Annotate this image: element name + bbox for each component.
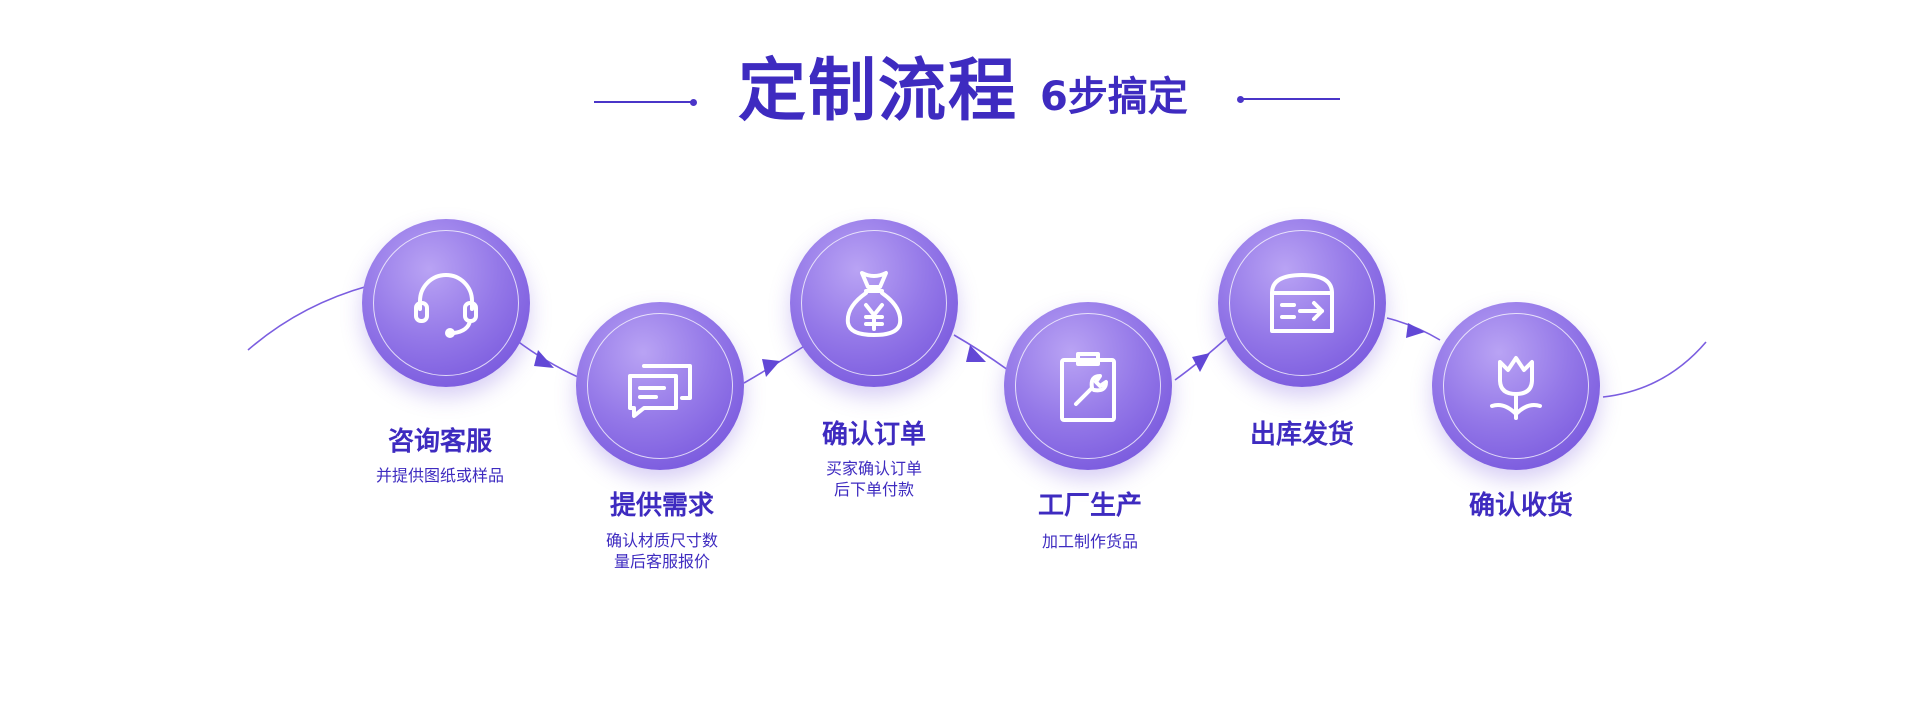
step-3-circle <box>790 219 958 387</box>
arrow-4-5 <box>1192 353 1210 372</box>
arrow-2-3 <box>762 359 780 377</box>
headset-icon <box>414 273 478 338</box>
step-1-desc-line-1: 并提供图纸或样品 <box>375 466 504 485</box>
arrow-5-6 <box>1406 323 1425 338</box>
step-2-ring <box>587 313 733 459</box>
step-5-title: 出库发货 <box>1249 420 1354 450</box>
step-6-title: 确认收货 <box>1468 491 1573 521</box>
step-3-desc-line-1: 买家确认订单 <box>825 459 922 478</box>
connector-lead-out <box>1602 341 1707 398</box>
step-3-title: 确认订单 <box>821 420 926 450</box>
clipboard-wrench-icon <box>1060 352 1116 422</box>
step-1-circle <box>362 219 530 387</box>
page-subtitle: 6步搞定 <box>1040 74 1188 120</box>
step-2-title: 提供需求 <box>609 491 714 521</box>
step-2-desc-line-2: 量后客服报价 <box>613 552 710 571</box>
step-1-title: 咨询客服 <box>387 427 492 457</box>
step-2-desc-line-1: 确认材质尺寸数 <box>605 531 718 550</box>
money-bag-icon <box>845 271 903 337</box>
page-title: 定制流程 <box>738 52 1019 131</box>
connector-lead-in <box>247 285 369 351</box>
title-line-right <box>1237 95 1340 103</box>
step-5-circle <box>1218 219 1386 387</box>
step-3-desc-line-2: 后下单付款 <box>833 480 914 499</box>
connector-1-2 <box>515 339 581 379</box>
step-1-ring <box>373 230 519 376</box>
arrow-3-4 <box>966 345 986 362</box>
tulip-icon <box>1490 356 1542 420</box>
step-5-ring <box>1229 230 1375 376</box>
step-4-circle <box>1004 302 1172 470</box>
step-6-circle <box>1432 302 1600 470</box>
arrow-1-2 <box>534 350 554 368</box>
step-6-ring <box>1443 313 1589 459</box>
chat-bubbles-icon <box>628 364 692 418</box>
step-4-desc-line-1: 加工制作货品 <box>1041 532 1138 551</box>
step-4-title: 工厂生产 <box>1037 491 1142 521</box>
step-4-ring <box>1015 313 1161 459</box>
title-line-left <box>594 98 697 106</box>
connector-3-4 <box>953 334 1009 371</box>
warehouse-exit-icon <box>1270 273 1334 333</box>
step-2-circle <box>576 302 744 470</box>
step-3-ring <box>801 230 947 376</box>
